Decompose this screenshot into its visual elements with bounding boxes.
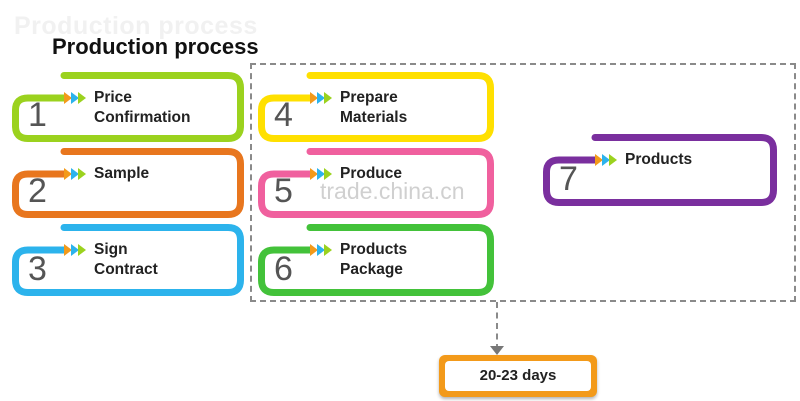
step-number: 1 <box>28 96 47 134</box>
step-number: 4 <box>274 96 293 134</box>
dashed-connector <box>496 302 498 350</box>
step-label: Products <box>625 150 692 170</box>
step-label: Sample <box>94 164 149 184</box>
chevron-arrows-icon <box>310 168 332 180</box>
chevron-arrows-icon <box>64 244 86 256</box>
step-2: 2 Sample <box>12 148 244 218</box>
step-label-line: Products <box>340 241 408 258</box>
chevron-arrows-icon <box>310 92 332 104</box>
step-frame <box>543 134 777 206</box>
step-label-line: Package <box>340 261 403 278</box>
chevron-arrows-icon <box>64 168 86 180</box>
step-frame <box>258 148 494 218</box>
ghost-title: Production process <box>14 12 258 40</box>
step-number: 3 <box>28 250 47 288</box>
step-label-line: Confirmation <box>94 109 191 126</box>
page-title: Production process <box>52 34 259 59</box>
step-frame <box>12 148 244 218</box>
step-frame <box>12 224 244 296</box>
step-label-line: Sample <box>94 165 150 182</box>
step-5: 5 Produce <box>258 148 494 218</box>
step-frame <box>258 224 494 296</box>
chevron-arrows-icon <box>595 154 617 166</box>
step-frame <box>258 72 494 142</box>
step-label-line: Produce <box>340 165 403 182</box>
production-phase-frame <box>250 63 796 302</box>
watermark-text: trade.china.cn <box>320 178 465 204</box>
step-number: 6 <box>274 250 293 288</box>
duration-label: 20-23 days <box>445 361 591 391</box>
step-label-line: Sign <box>94 241 128 258</box>
step-label-line: Prepare <box>340 89 398 106</box>
step-label: Produce <box>340 164 402 184</box>
chevron-arrows-icon <box>64 92 86 104</box>
step-number: 7 <box>559 160 578 198</box>
step-label-line: Materials <box>340 109 408 126</box>
step-number: 2 <box>28 172 47 210</box>
chevron-arrows-icon <box>310 244 332 256</box>
step-label-line: Price <box>94 89 132 106</box>
step-label-line: Contract <box>94 261 158 278</box>
step-7: 7 Products <box>543 134 777 206</box>
duration-badge: 20-23 days <box>439 355 597 397</box>
down-arrow-icon <box>490 346 504 355</box>
step-number: 5 <box>274 172 293 210</box>
step-label-line: Products <box>625 151 693 168</box>
step-frame <box>12 72 244 142</box>
